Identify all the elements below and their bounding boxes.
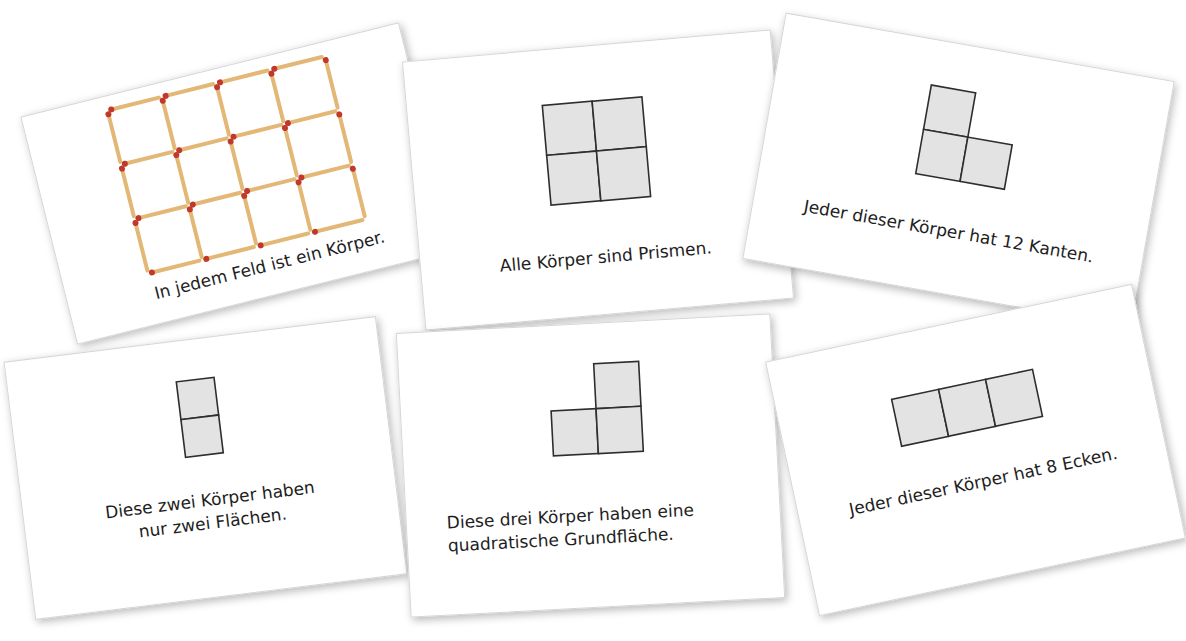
matchstick-card: In jedem Feld ist ein Körper. (20, 22, 455, 344)
edges-card: Jeder dieser Körper hat 12 Kanten. (742, 13, 1174, 328)
card-figure (743, 14, 1175, 329)
card-caption: Diese drei Körper haben eine quadratisch… (446, 496, 728, 556)
card-caption: Jeder dieser Körper hat 8 Ecken. (836, 440, 1129, 524)
card-caption: In jedem Feld ist ein Körper. (126, 219, 413, 311)
card-figure (403, 30, 795, 331)
card-caption: Jeder dieser Körper hat 12 Kanten. (781, 191, 1115, 272)
card-figure (4, 317, 408, 621)
card-figure (22, 23, 457, 345)
card-figure (396, 314, 785, 618)
card-figure (766, 285, 1186, 617)
card-caption: Alle Körper sind Prismen. (460, 233, 751, 281)
prism-card: Alle Körper sind Prismen. (402, 29, 794, 330)
faces-card: Diese zwei Körper haben nur zwei Flächen… (3, 316, 407, 620)
card-caption: Diese zwei Körper haben nur zwei Flächen… (94, 475, 328, 549)
corners-card: Jeder dieser Körper hat 8 Ecken. (765, 284, 1186, 616)
base-card: Diese drei Körper haben eine quadratisch… (395, 313, 784, 617)
